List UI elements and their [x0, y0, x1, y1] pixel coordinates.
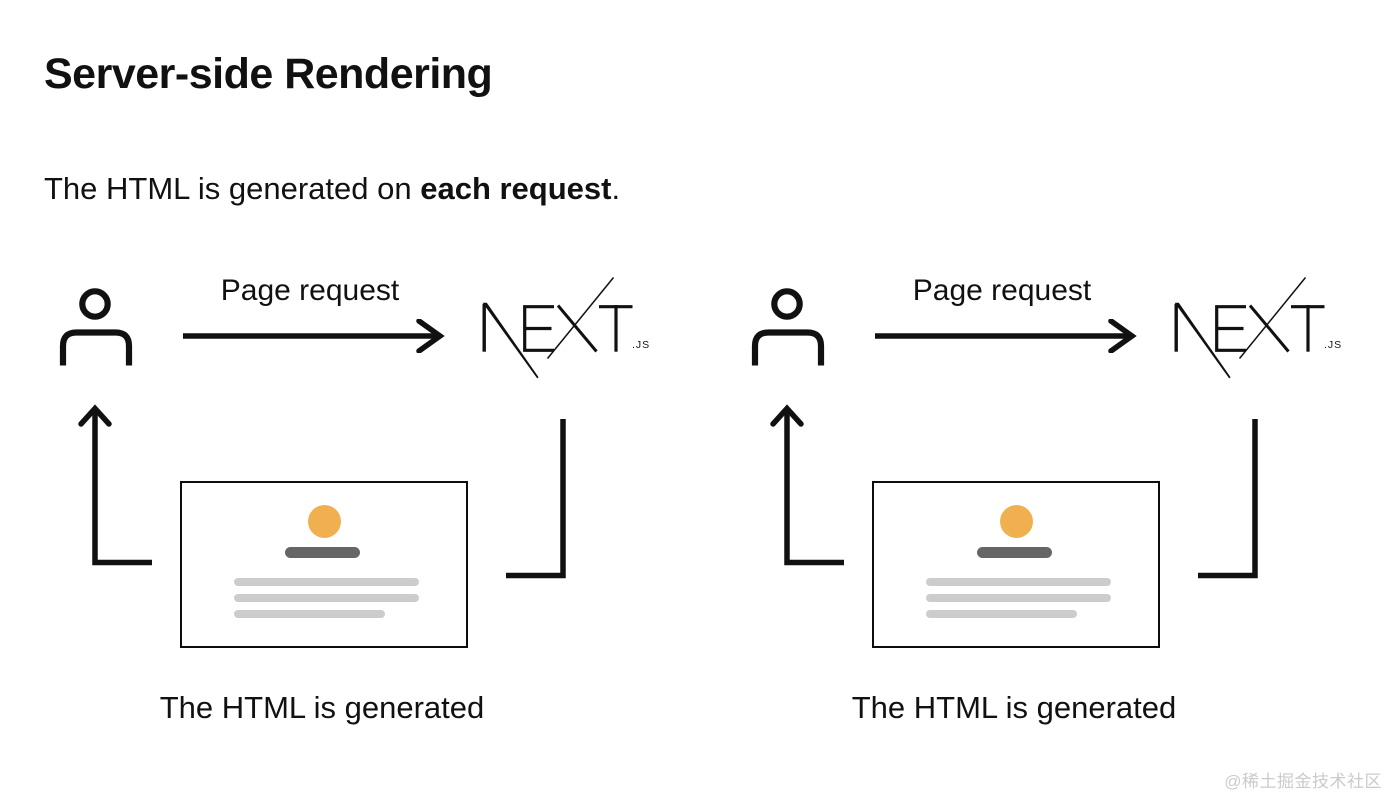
page-request-label: Page request — [220, 274, 400, 307]
subtitle-suffix: . — [611, 171, 621, 206]
page-request-label: Page request — [912, 274, 1092, 307]
return-arrow-icon — [770, 404, 844, 566]
user-icon — [751, 288, 825, 366]
subtitle-emphasis: each request — [420, 171, 612, 206]
nextjs-logo: .JS — [482, 277, 650, 379]
response-connector-icon — [1198, 419, 1258, 579]
page-title: Server-side Rendering — [44, 50, 493, 98]
text-line — [234, 610, 385, 618]
logo-js-suffix: .JS — [632, 339, 650, 351]
page-mockup — [180, 481, 468, 648]
avatar-circle — [1000, 505, 1033, 538]
subtitle-prefix: The HTML is generated on — [44, 171, 421, 206]
text-line — [926, 578, 1111, 586]
diagram-caption: The HTML is generated — [851, 690, 1177, 725]
ssr-flow-diagram-right: Page request .JS — [692, 260, 1386, 740]
response-connector-icon — [506, 419, 566, 579]
page-mockup — [872, 481, 1160, 648]
watermark: @稀土掘金技术社区 — [1224, 772, 1382, 791]
nextjs-logo: .JS — [1174, 277, 1342, 379]
diagram-caption: The HTML is generated — [159, 690, 485, 725]
text-line — [234, 594, 419, 602]
text-line — [234, 578, 419, 586]
page-request-arrow-icon — [875, 319, 1137, 353]
page-request-arrow-icon — [183, 319, 445, 353]
text-line — [926, 610, 1077, 618]
avatar-circle — [308, 505, 341, 538]
text-line — [926, 594, 1111, 602]
heading-placeholder — [285, 547, 360, 558]
subtitle: The HTML is generated on each request. — [44, 171, 620, 207]
logo-js-suffix: .JS — [1324, 339, 1342, 351]
user-icon — [59, 288, 133, 366]
heading-placeholder — [977, 547, 1052, 558]
ssr-flow-diagram-left: Page request .JS — [0, 260, 694, 740]
return-arrow-icon — [78, 404, 152, 566]
